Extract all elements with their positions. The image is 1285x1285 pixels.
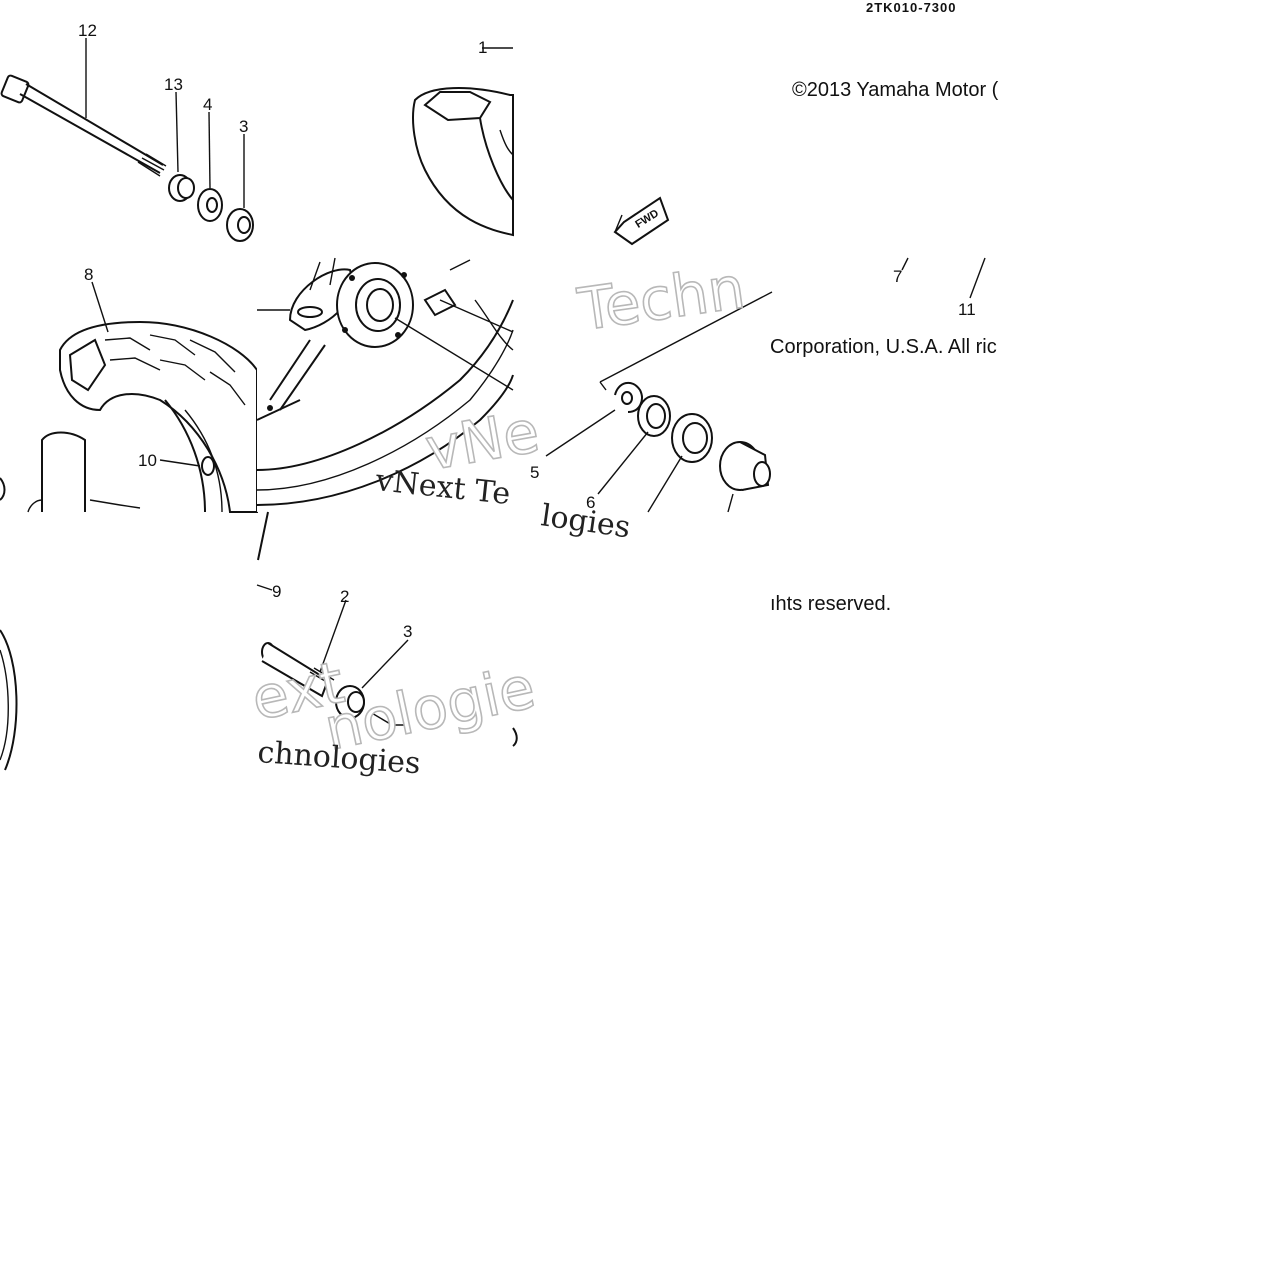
leader-8 — [91, 281, 109, 333]
washer-4 — [197, 188, 223, 222]
callout-1: 1 — [478, 38, 487, 57]
leader-3-lower — [361, 639, 409, 689]
tyre-8 — [59, 320, 258, 513]
copyright-line-2: Corporation, U.S.A. All ric — [770, 336, 997, 358]
leader-2 — [319, 599, 347, 673]
part-code: 2TK010-7300 — [866, 0, 957, 15]
copyright-line-1: ©2013 Yamaha Motor ( — [792, 79, 999, 101]
callout-8: 8 — [84, 265, 93, 284]
axle-bolt-12 — [0, 74, 167, 177]
spacer-flange — [719, 441, 771, 491]
bolt-2 — [261, 642, 335, 698]
callout-4: 4 — [203, 95, 212, 114]
axis-line — [599, 291, 773, 383]
tyre-lower-edge — [256, 511, 273, 591]
leader-7 — [901, 257, 909, 271]
bearing-7 — [671, 413, 713, 463]
nut-3-top — [226, 208, 254, 242]
leader-spacer — [727, 493, 734, 513]
callout-13: 13 — [164, 75, 183, 94]
leader-bearing — [647, 455, 683, 513]
oil-seal-6 — [637, 395, 671, 437]
leader-6 — [597, 431, 649, 495]
rim-band-10 — [201, 456, 215, 476]
callout-12: 12 — [78, 21, 97, 40]
circlip-5 — [614, 381, 643, 413]
callout-9: 9 — [272, 582, 281, 601]
callout-2: 2 — [340, 587, 349, 606]
wheel-hub — [256, 257, 514, 512]
leader-13 — [175, 91, 179, 173]
collar-13 — [168, 174, 195, 202]
fwd-arrow: FWD — [613, 196, 670, 246]
watermark-f: logies — [539, 498, 633, 545]
tyre-fragment-1 — [412, 87, 514, 237]
nut-3-lower — [335, 685, 365, 719]
leader-5 — [545, 409, 616, 457]
callout-6: 6 — [586, 493, 595, 512]
callout-10: 10 — [138, 451, 157, 470]
callout-3-lower: 3 — [403, 622, 412, 641]
copyright-line-3: ıhts reserved. — [770, 593, 891, 615]
callout-3-top: 3 — [239, 117, 248, 136]
watermark-a: Techn — [573, 253, 749, 344]
fork-tube-fragment — [0, 431, 141, 771]
leader-11 — [969, 257, 986, 299]
callout-11: 11 — [958, 300, 976, 319]
leader-4 — [208, 111, 211, 189]
leader-10 — [159, 459, 201, 467]
callout-7: 7 — [893, 267, 902, 286]
callout-5: 5 — [530, 463, 539, 482]
